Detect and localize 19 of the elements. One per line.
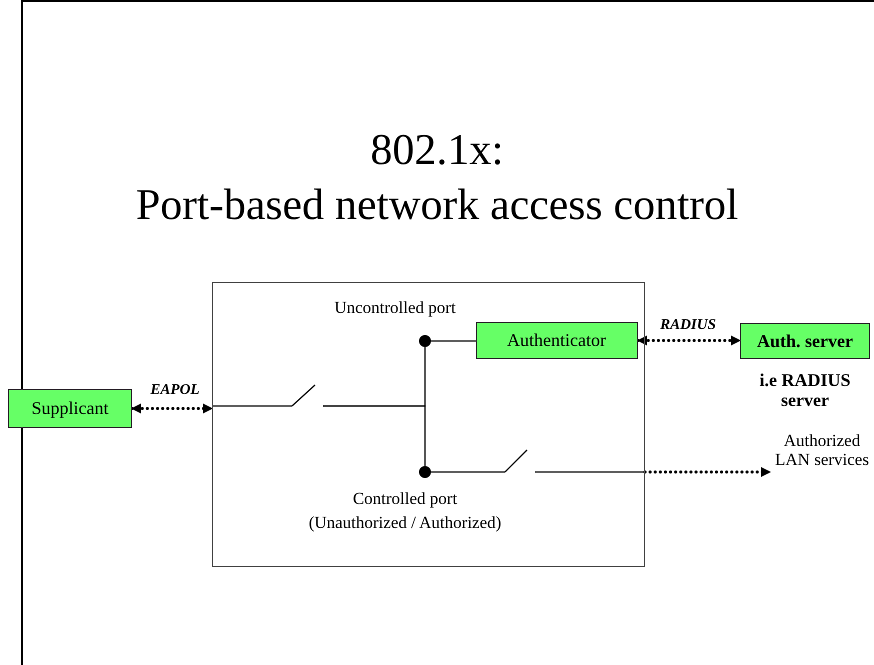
wire <box>535 471 645 473</box>
wire <box>323 405 426 466</box>
wire <box>431 471 505 473</box>
wire <box>212 405 292 407</box>
supplicant-box: Supplicant <box>8 389 132 428</box>
port-dot <box>418 334 430 346</box>
server-box: Auth. server <box>740 323 870 359</box>
port-label: Controlled port (Unauthorized / Authorized) <box>308 488 502 534</box>
device-box <box>212 282 645 567</box>
port-dot <box>418 466 430 478</box>
server-caption: i.e RADIUS server <box>758 371 852 411</box>
service-label: Authorized LAN services <box>772 432 872 512</box>
dotted-arrow <box>644 467 772 477</box>
dotted-arrow <box>130 404 214 414</box>
port-label: Uncontrolled port <box>333 297 457 319</box>
wire <box>431 340 476 342</box>
authenticator-box: Authenticator <box>476 322 638 358</box>
title: 802.1x: Port-based network access control <box>134 124 740 231</box>
dotted-arrow <box>636 336 742 346</box>
